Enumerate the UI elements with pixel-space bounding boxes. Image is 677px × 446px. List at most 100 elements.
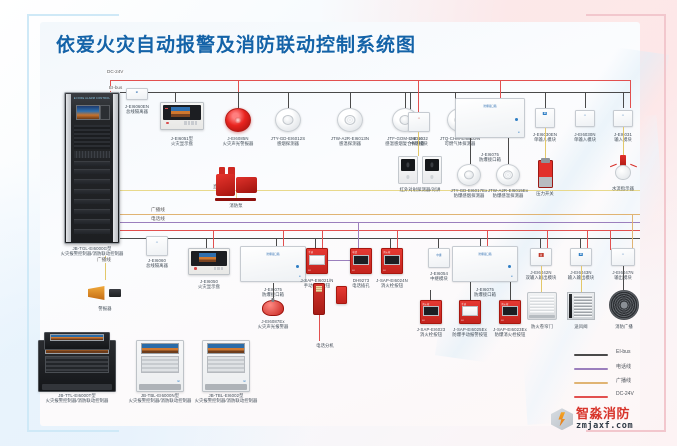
mcp-header-text: 手动 [308, 252, 314, 255]
device-input-module[interactable]: ▭ [613, 110, 633, 127]
repeater-button[interactable] [217, 266, 220, 270]
wire-io-to-damper [581, 266, 582, 292]
device-fire-pump[interactable] [212, 166, 260, 202]
module-tag: ▭ [621, 114, 625, 118]
device-air-supply-damper[interactable] [567, 292, 595, 320]
legend-swatch-dc24v [574, 396, 608, 398]
device-ex-heat-detector[interactable] [496, 164, 520, 186]
device-rolling-shutter-door[interactable] [527, 292, 557, 320]
device-rack-cabinet-2[interactable]: EI [136, 340, 184, 392]
device-ex-interface-box-2[interactable]: 防爆接口箱 EI [452, 246, 518, 282]
dualio-name: 双输入输出模块 [526, 275, 557, 280]
device-ex-smoke-detector[interactable] [457, 164, 481, 186]
intercom-call-button[interactable] [430, 175, 434, 179]
repeater-indicator [194, 267, 197, 270]
device-relay-module-top[interactable]: ▭ [408, 112, 430, 132]
gas-detector-name: 可燃气体探测器 [444, 141, 476, 147]
repeater-button[interactable] [184, 121, 187, 125]
iface-top-name: 防爆接口箱 [479, 157, 501, 163]
repeater-button[interactable] [191, 121, 194, 125]
intercom-call-button[interactable] [406, 175, 410, 179]
repeater-button[interactable] [213, 266, 216, 270]
ex-mcp-window[interactable] [462, 306, 478, 316]
device-water-flow-indicator[interactable] [609, 155, 637, 183]
device-video-intercom-2[interactable] [422, 156, 442, 184]
device-io-module[interactable]: EI [570, 248, 592, 266]
device-relay-module-mid[interactable]: 中继 [428, 248, 450, 268]
rack-brand: EI [243, 380, 246, 383]
repeater-button[interactable] [220, 266, 223, 270]
watermark: 智淼消防 zmjaxf.com [551, 408, 633, 431]
jack-port[interactable] [353, 254, 369, 265]
smoke-detector-model: JTY-GD-EI6012S [270, 136, 306, 141]
wire-dc24v-lower [120, 230, 640, 231]
device-single-input-module-en[interactable]: EI [535, 108, 555, 128]
device-single-input-module-n[interactable]: ▭ [575, 110, 595, 127]
wire-bus-drop-iface [455, 92, 456, 100]
device-ex-interface-box-top[interactable]: 防爆接口箱 EI [455, 98, 525, 138]
hydrant-window[interactable] [384, 254, 400, 265]
rack-screen [140, 343, 180, 354]
rack-keypad[interactable] [206, 355, 246, 373]
device-phone-wall-jack[interactable] [336, 286, 347, 304]
device-hydrant-button[interactable]: 消火栓 EI [381, 248, 403, 274]
ex-hydrant-window[interactable] [502, 306, 518, 316]
device-output-module[interactable]: ▭ [611, 248, 635, 266]
device-heat-detector[interactable] [337, 108, 363, 132]
rack-keypad[interactable] [45, 355, 109, 373]
hydrant2-header-text: 消火栓 [422, 304, 430, 307]
ex-hydrant-footer-text: EI [501, 319, 504, 322]
frame-border-left [27, 14, 29, 432]
device-ex-interface-box-mid[interactable]: 防爆接口箱 EI [240, 246, 306, 282]
wire-drop-hydrant-dc [397, 230, 398, 248]
device-bus-isolator-top[interactable]: EI [126, 88, 148, 100]
device-pressure-switch[interactable] [538, 158, 553, 188]
wire-drop-dualio [540, 238, 541, 250]
device-ex-sounder-strobe[interactable] [262, 298, 284, 316]
device-alarm-horn[interactable] [88, 282, 122, 304]
device-sounder-strobe-top[interactable] [225, 108, 251, 132]
device-fire-phone-jack[interactable]: 电话 EI [350, 248, 372, 274]
repeater-mid-model: J-EI6050 [199, 279, 218, 284]
handset-speaker-grill [315, 286, 323, 292]
damper-fins [573, 294, 593, 318]
ex-heat-name: 防爆感温探测器 [492, 193, 524, 199]
ex-hydrant-model: J-SAP-EI6023Ex [493, 327, 527, 332]
iface-mid-name: 防爆接口箱 [262, 292, 284, 297]
device-bus-isolator-mid[interactable]: ▭ [146, 236, 168, 256]
module-tag: ▭ [621, 252, 625, 256]
device-dual-io-module[interactable]: 双 [530, 248, 552, 266]
relay-mid-tag: 中继 [436, 253, 442, 257]
pump-nozzle [228, 167, 235, 177]
horn-name: 警报器 [98, 306, 112, 311]
wire-to-horn [105, 256, 106, 280]
mcp-window[interactable] [309, 254, 325, 265]
wire-eibus-lower [120, 238, 640, 239]
device-video-intercom-1[interactable] [398, 156, 418, 184]
repeater-screen [163, 105, 201, 121]
cabinet-module-row [74, 199, 110, 204]
wire-module-to-pressure [545, 128, 546, 160]
output-name: 输出模块 [612, 275, 633, 280]
device-fire-speaker[interactable] [609, 290, 639, 320]
device-hydrant-button-2[interactable]: 消火栓 EI [420, 300, 442, 324]
diagram-panel [40, 22, 640, 426]
fire-pump-name: 消防泵 [229, 203, 243, 208]
repeater-button[interactable] [187, 121, 190, 125]
device-ex-hydrant-button[interactable]: 消火栓 EI [499, 300, 521, 324]
pump-nozzle [218, 167, 225, 177]
device-main-control-panel[interactable]: EI FIRE ALARM CONTROL [64, 92, 120, 244]
device-smoke-detector[interactable] [275, 108, 301, 132]
device-manual-call-point[interactable]: 手动 EI [306, 248, 328, 274]
repeater-button[interactable] [194, 121, 197, 125]
device-fire-display-panel-top[interactable] [160, 102, 204, 130]
device-fire-display-panel-mid[interactable] [188, 248, 230, 275]
pressure-switch-cap [541, 158, 550, 163]
device-fire-phone-handset[interactable] [313, 283, 325, 315]
wire-drop-hydrant [390, 238, 391, 250]
device-rack-cabinet-3[interactable]: EI [202, 340, 250, 392]
rack-keypad[interactable] [140, 355, 180, 373]
hydrant2-window[interactable] [423, 306, 439, 316]
wire-drop-phonejack [358, 222, 359, 248]
device-ex-manual-call-point[interactable]: 手动 EI [459, 300, 481, 324]
